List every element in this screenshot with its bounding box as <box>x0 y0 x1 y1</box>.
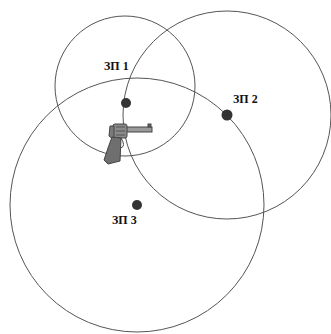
station-label: ЗП 3 <box>110 214 139 227</box>
station-dot <box>222 110 233 121</box>
station-dot <box>121 98 131 108</box>
station-label: ЗП 1 <box>102 60 131 73</box>
range-circle <box>10 78 264 332</box>
station-label: ЗП 2 <box>231 93 260 106</box>
range-circle <box>123 11 331 219</box>
range-circle <box>55 16 195 156</box>
revolver-icon <box>104 124 152 164</box>
station-dot <box>132 200 142 210</box>
